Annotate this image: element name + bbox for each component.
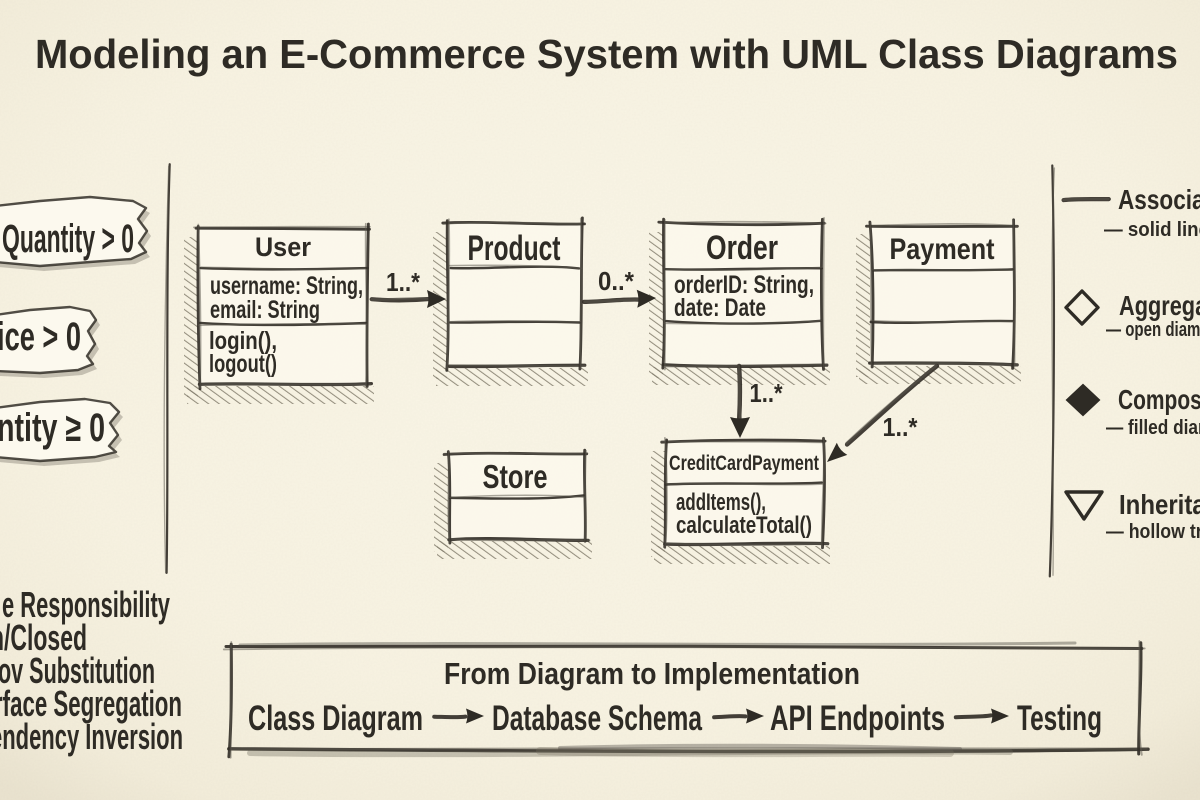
svg-text:orderID: String,: orderID: String, <box>674 271 814 299</box>
svg-text:Association: Association <box>1118 184 1200 215</box>
svg-text:Class Diagram: Class Diagram <box>248 699 423 738</box>
svg-text:— filled diamond: — filled diamond <box>1106 417 1200 439</box>
svg-text:ice > 0: ice > 0 <box>0 315 81 359</box>
svg-text:Payment: Payment <box>890 233 995 266</box>
svg-text:Quantity > 0: Quantity > 0 <box>2 217 134 261</box>
svg-text:endency Inversion: endency Inversion <box>0 716 183 757</box>
svg-text:Store: Store <box>483 458 548 495</box>
svg-text:Composition: Composition <box>1118 384 1200 415</box>
svg-text:Inheritance: Inheritance <box>1119 489 1200 520</box>
svg-text:API Endpoints: API Endpoints <box>770 699 945 738</box>
svg-text:ntity ≥ 0: ntity ≥ 0 <box>0 406 105 450</box>
svg-text:Product: Product <box>468 229 561 268</box>
svg-text:e Responsibility: e Responsibility <box>2 584 170 625</box>
svg-text:logout(): logout() <box>209 350 277 378</box>
svg-text:Modeling an E-Commerce System: Modeling an E-Commerce System with UML C… <box>35 31 1178 77</box>
svg-text:— open diamond: — open diamond <box>1106 319 1200 341</box>
svg-text:Database Schema: Database Schema <box>492 699 702 738</box>
svg-text:Aggregation: Aggregation <box>1119 290 1200 321</box>
svg-text:— hollow triangle: — hollow triangle <box>1106 521 1200 543</box>
svg-text:1..*: 1..* <box>883 412 919 442</box>
svg-text:0..*: 0..* <box>598 266 635 296</box>
svg-text:User: User <box>255 232 311 262</box>
svg-text:date: Date: date: Date <box>674 294 766 322</box>
svg-text:1..*: 1..* <box>750 378 784 408</box>
svg-text:Testing: Testing <box>1017 699 1102 738</box>
svg-text:rface Segregation: rface Segregation <box>0 683 182 724</box>
svg-text:username: String,: username: String, <box>210 272 363 300</box>
svg-text:From Diagram to Implementation: From Diagram to Implementation <box>444 656 860 691</box>
svg-text:email: String: email: String <box>210 296 320 324</box>
svg-text:calculateTotal(): calculateTotal() <box>676 512 812 539</box>
svg-text:addItems(),: addItems(), <box>676 489 766 516</box>
svg-text:login(),: login(), <box>209 327 277 355</box>
svg-text:n/Closed: n/Closed <box>0 617 87 658</box>
svg-text:— solid line: — solid line <box>1104 219 1200 241</box>
svg-text:CreditCardPayment: CreditCardPayment <box>669 452 819 475</box>
svg-text:1..*: 1..* <box>386 267 421 297</box>
svg-text:Order: Order <box>706 229 778 267</box>
svg-text:ov Substitution: ov Substitution <box>0 650 155 691</box>
